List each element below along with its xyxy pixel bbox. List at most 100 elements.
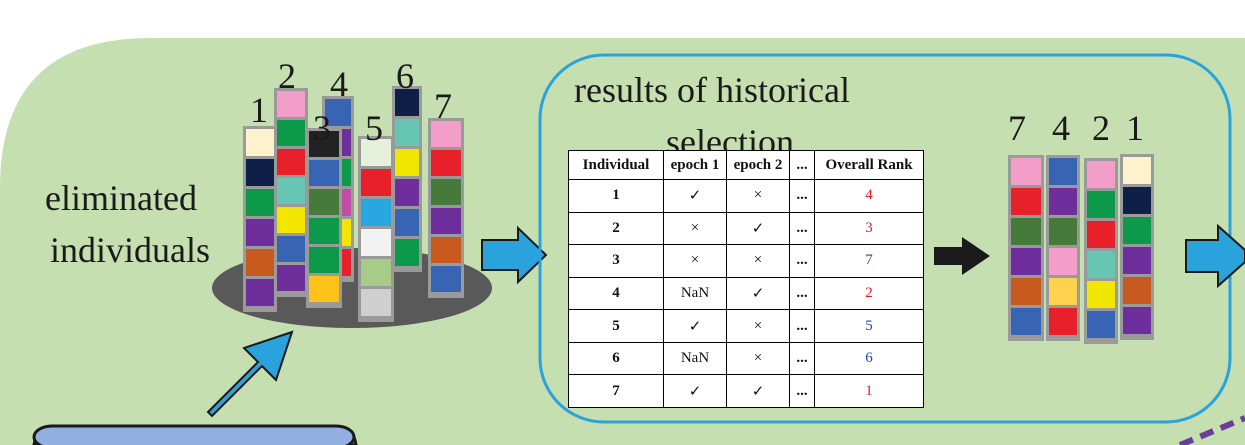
color-block — [1011, 308, 1041, 335]
cell-epoch1: ✓ — [663, 179, 727, 213]
cell-overall-rank: 3 — [814, 211, 924, 246]
col-header-dots: ... — [789, 150, 815, 180]
color-block — [431, 121, 461, 147]
cell-epoch1: NaN — [663, 341, 727, 376]
color-block — [1087, 281, 1115, 308]
cell-epoch2: × — [726, 309, 790, 343]
stack-1 — [243, 126, 277, 312]
diagonal-up-arrow-icon — [206, 330, 294, 418]
cell-dots: ... — [789, 179, 815, 213]
color-block — [1049, 158, 1077, 185]
cell-epoch1: × — [663, 211, 727, 246]
color-block — [1123, 277, 1151, 304]
color-block — [309, 247, 339, 273]
cell-individual: 1 — [568, 179, 664, 213]
color-block — [1123, 157, 1151, 184]
color-block — [1123, 247, 1151, 274]
color-block — [246, 129, 274, 156]
table-row: 5✓×...5 — [568, 309, 924, 343]
color-block — [1087, 251, 1115, 278]
color-block — [1011, 158, 1041, 185]
color-block — [309, 218, 339, 244]
cell-overall-rank: 2 — [814, 276, 924, 311]
ranked-number-4: 4 — [1052, 108, 1070, 148]
color-block — [325, 99, 351, 126]
cell-epoch2: × — [726, 244, 790, 278]
color-block — [431, 266, 461, 292]
color-block — [1123, 187, 1151, 214]
cell-individual: 4 — [568, 276, 664, 311]
color-block — [1087, 311, 1115, 338]
bottom-box-top — [32, 424, 356, 445]
color-block — [1011, 188, 1041, 215]
stack-number-6: 6 — [396, 56, 414, 96]
table-row: 1✓×...4 — [568, 179, 924, 213]
ranked-stack-1 — [1120, 154, 1154, 340]
cell-individual: 3 — [568, 244, 664, 278]
cell-epoch1: × — [663, 244, 727, 278]
stacks-layer — [243, 86, 1154, 344]
color-block — [395, 149, 419, 176]
color-block — [361, 229, 391, 256]
cell-individual: 2 — [568, 211, 664, 246]
table-row: 3××...7 — [568, 244, 924, 278]
table-row: 7✓✓...1 — [568, 374, 924, 408]
stack-6 — [392, 86, 422, 272]
stack-number-1: 1 — [250, 90, 268, 130]
eliminated-label: eliminated — [45, 178, 197, 218]
cell-dots: ... — [789, 244, 815, 278]
cell-dots: ... — [789, 309, 815, 343]
color-block — [431, 208, 461, 234]
color-block — [361, 289, 391, 316]
history-table: Individual epoch 1 epoch 2 ... Overall R… — [568, 150, 924, 408]
color-block — [395, 209, 419, 236]
color-block — [1123, 217, 1151, 244]
cell-epoch2: ✓ — [726, 211, 790, 246]
color-block — [277, 265, 305, 291]
color-block — [361, 259, 391, 286]
stack-5 — [358, 136, 394, 322]
cell-epoch2: × — [726, 341, 790, 376]
cell-dots: ... — [789, 211, 815, 246]
color-block — [277, 178, 305, 204]
color-block — [277, 149, 305, 175]
table-row: 2×✓...3 — [568, 211, 924, 246]
ranked-stack-2 — [1084, 158, 1118, 344]
color-block — [361, 139, 391, 166]
history-title-line1: results of historical — [574, 70, 850, 110]
cell-overall-rank: 7 — [814, 244, 924, 278]
dashed-connector — [1178, 415, 1245, 445]
dark-right-arrow-icon — [934, 237, 990, 275]
color-block — [1087, 191, 1115, 218]
ranked-number-7: 7 — [1008, 108, 1026, 148]
table-header-row: Individual epoch 1 epoch 2 ... Overall R… — [568, 150, 924, 180]
col-header-individual: Individual — [568, 150, 664, 180]
cell-epoch1: NaN — [663, 276, 727, 311]
ranked-number-1: 1 — [1126, 108, 1144, 148]
color-block — [395, 119, 419, 146]
color-block — [246, 219, 274, 246]
cell-individual: 7 — [568, 374, 664, 408]
color-block — [395, 239, 419, 266]
color-block — [246, 249, 274, 276]
col-header-epoch1: epoch 1 — [663, 150, 727, 180]
color-block — [277, 120, 305, 146]
stack-number-4: 4 — [330, 64, 348, 104]
color-block — [277, 236, 305, 262]
col-header-epoch2: epoch 2 — [726, 150, 790, 180]
stack-number-3: 3 — [313, 108, 331, 148]
color-block — [361, 169, 391, 196]
cell-overall-rank: 4 — [814, 179, 924, 213]
color-block — [1049, 218, 1077, 245]
color-block — [431, 237, 461, 263]
color-block — [277, 91, 305, 117]
ranked-stack-4 — [1046, 155, 1080, 341]
color-block — [309, 189, 339, 215]
color-block — [1049, 278, 1077, 305]
color-block — [246, 159, 274, 186]
color-block — [277, 207, 305, 233]
right-arrow-icon — [1185, 223, 1245, 289]
cell-epoch1: ✓ — [663, 309, 727, 343]
